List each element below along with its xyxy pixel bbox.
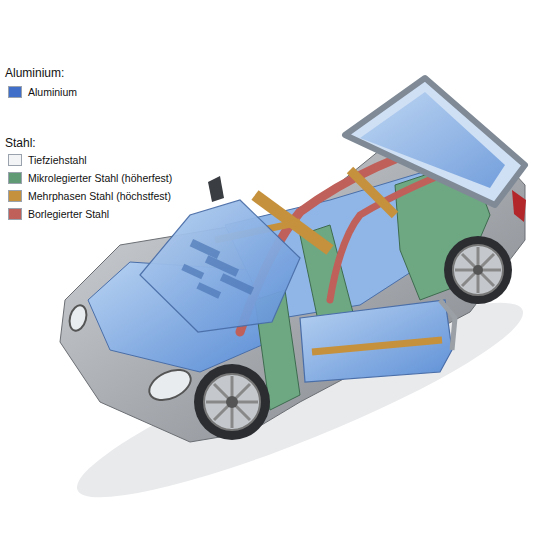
legend-swatch	[8, 86, 22, 98]
legend-text: Tiefziehstahl	[28, 154, 87, 166]
legend-swatch	[8, 154, 22, 166]
legend-swatch	[8, 190, 22, 202]
legend-text: Mehrphasen Stahl (höchstfest)	[28, 190, 171, 202]
legend-heading: Aluminium:	[5, 66, 64, 80]
legend-swatch	[8, 208, 22, 220]
legend-text: Borlegierter Stahl	[28, 208, 109, 220]
legend-swatch	[8, 172, 22, 184]
legend-heading: Stahl:	[5, 136, 36, 150]
legend-text: Aluminium	[28, 86, 77, 98]
legend-text: Mikrolegierter Stahl (höherfest)	[28, 172, 172, 184]
